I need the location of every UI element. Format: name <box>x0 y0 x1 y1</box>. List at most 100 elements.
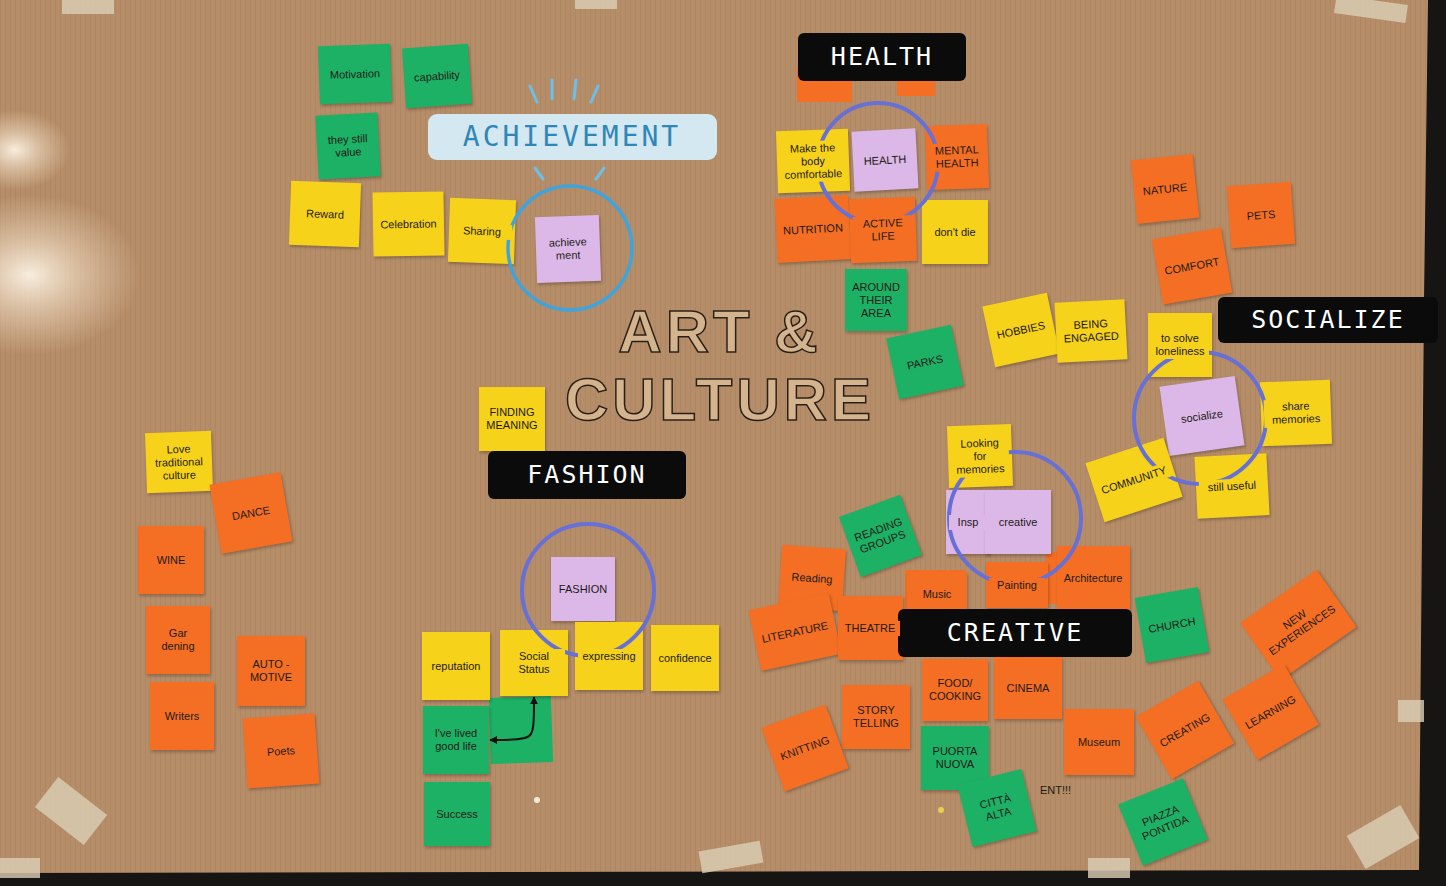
sticky-note: READING GROUPS <box>848 504 913 568</box>
highlight-circle <box>818 103 938 223</box>
note-text: Writers <box>153 709 211 724</box>
sticky-note: PETS <box>1229 184 1293 246</box>
note-text: confidence <box>654 651 716 666</box>
note-text: Looking for memories <box>950 435 1009 478</box>
sticky-note: BEING ENGAGED <box>1056 301 1126 361</box>
sticky-note: THEATRE <box>838 596 903 660</box>
sticky-note: don't die <box>922 200 988 264</box>
category-tag: SOCIALIZE <box>1218 297 1438 343</box>
sticky-note: Social Status <box>500 630 568 696</box>
sticky-note: CHURCH <box>1140 592 1204 658</box>
note-text: MENTAL HEALTH <box>929 142 986 172</box>
note-text: achieve ment <box>539 234 598 264</box>
sticky-note: ACTIVE LIFE <box>850 198 916 262</box>
note-text: reputation <box>425 659 487 674</box>
sticky-note: Insp <box>946 490 990 554</box>
note-text: Social Status <box>503 649 565 677</box>
sticky-note: Make the body comfortable <box>777 130 849 192</box>
sticky-note: expressing <box>575 622 643 690</box>
sticky-note: AUTO -MOTIVE <box>237 636 305 706</box>
sparkle-line <box>530 86 537 102</box>
sticky-note: COMMUNITY <box>1093 449 1175 511</box>
note-text: FOOD/ COOKING <box>925 676 985 704</box>
sticky-note: Love traditional culture <box>146 432 212 492</box>
sticky-note: FOOD/ COOKING <box>922 659 988 721</box>
sticky-note: achieve ment <box>536 216 600 282</box>
note-text: FINDING MEANING <box>482 405 542 433</box>
masking-tape <box>1334 0 1408 23</box>
sticky-note: FASHION <box>551 557 615 621</box>
title-block: ART & CULTURE <box>550 298 890 434</box>
sticky-note: Celebration <box>373 192 444 256</box>
masking-tape-group <box>0 0 1424 878</box>
sticky-note: NEW EXPERIENCES <box>1252 590 1345 660</box>
light-glare <box>0 195 140 355</box>
sticky-note: CINEMA <box>994 657 1062 719</box>
note-text: expressing <box>578 649 640 664</box>
note-text: don't die <box>925 225 985 240</box>
sticky-note: Writers <box>150 682 214 750</box>
highlight-circle <box>508 186 632 310</box>
sparkle-line <box>591 86 598 102</box>
note-text: ACTIVE LIFE <box>853 215 914 245</box>
sticky-note: COMFORT <box>1157 233 1227 299</box>
highlight-circle <box>522 524 654 656</box>
push-pin <box>534 797 540 803</box>
note-text: Music <box>910 587 964 602</box>
sticky-note: FINDING MEANING <box>479 387 545 451</box>
sticky-note: WINE <box>138 526 204 594</box>
tag-text: SOCIALIZE <box>1226 305 1430 335</box>
sticky-note: PIAZZA PONTIDA <box>1128 789 1198 855</box>
sticky-note: CITTÀ ALTA <box>964 776 1030 840</box>
note-text: share memories <box>1264 398 1329 428</box>
masking-tape <box>0 858 40 878</box>
sticky-note: still useful <box>1196 455 1268 517</box>
tag-text: CREATIVE <box>906 618 1124 648</box>
category-tag: HEALTH <box>798 33 966 81</box>
tag-text: HEALTH <box>806 42 958 72</box>
sticky-note: KNITTING <box>771 714 839 782</box>
light-glare <box>0 110 70 190</box>
note-text: Museum <box>1067 735 1131 750</box>
note-text: AUTO -MOTIVE <box>240 657 302 685</box>
sticky-note: NUTRITION <box>776 197 850 261</box>
sticky-note: Success <box>424 782 490 846</box>
sticky-note: I've lived good life <box>423 706 489 774</box>
sparkle-line <box>535 168 543 179</box>
sparkle-line <box>551 80 554 99</box>
note-text: FASHION <box>554 582 612 597</box>
note-text: THEATRE <box>841 621 900 636</box>
note-text: WINE <box>141 553 201 568</box>
note-text: AROUND THEIR AREA <box>848 280 904 321</box>
note-text: HEALTH <box>856 151 915 169</box>
sticky-note: socialize <box>1164 381 1240 451</box>
note-text: NUTRITION <box>779 220 848 239</box>
sparkle-line <box>596 168 604 179</box>
sticky-note: to solve loneliness <box>1148 313 1212 377</box>
sticky-note: capability <box>404 46 470 106</box>
sticky-note: Architecture <box>1057 546 1130 610</box>
board-title: ART & CULTURE <box>550 298 890 434</box>
note-text: I've lived good life <box>426 726 486 754</box>
note-text: Painting <box>989 578 1045 593</box>
masking-tape <box>575 0 617 9</box>
sticky-note: CREATING <box>1149 694 1221 766</box>
note-text: Make the body comfortable <box>779 139 846 182</box>
sticky-note: Sharing <box>449 199 515 263</box>
note-text: Reward <box>293 205 357 222</box>
sticky-note: DANCE <box>215 478 287 548</box>
sticky-note: STORY TELLING <box>842 685 910 749</box>
scribble-label: ENT!!! <box>1040 784 1071 797</box>
sticky-note: confidence <box>651 625 719 691</box>
kraft-paper <box>0 0 1428 873</box>
masking-tape <box>62 0 114 14</box>
sticky-note: LEARNING <box>1235 677 1306 747</box>
note-text: Love traditional culture <box>148 440 209 483</box>
note-text: still useful <box>1199 477 1266 495</box>
sticky-note: Museum <box>1064 709 1134 775</box>
sticky-note: HOBBIES <box>988 299 1054 361</box>
note-text: to solve loneliness <box>1151 331 1209 359</box>
sticky-note: MENTAL HEALTH <box>926 125 988 189</box>
sticky-note: Motivation <box>319 45 391 103</box>
